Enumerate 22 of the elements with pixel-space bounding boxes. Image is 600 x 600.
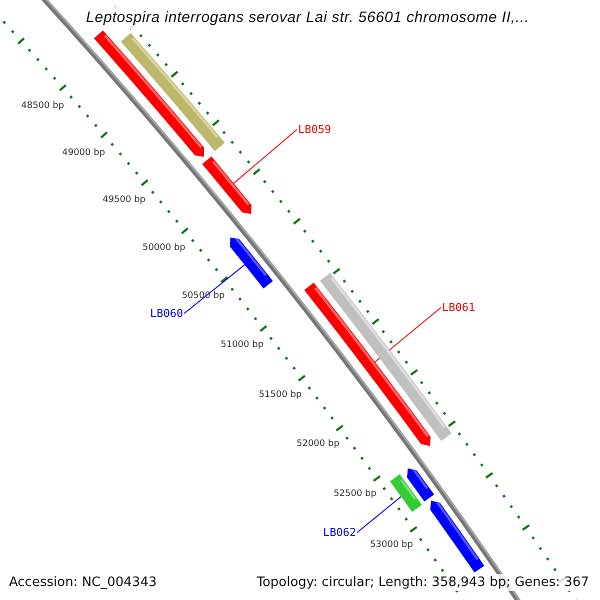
tick-label: 51000 bp <box>220 340 264 350</box>
leader-line <box>233 129 298 184</box>
gene-block <box>430 500 484 573</box>
gene-block <box>202 156 252 214</box>
tick-label: 48500 bp <box>21 100 64 111</box>
gene-label: LB060 <box>150 307 184 320</box>
tick-label: 52500 bp <box>334 489 376 500</box>
tick-label: 49500 bp <box>102 195 146 206</box>
gene-label: LB062 <box>323 526 356 539</box>
leader-line <box>374 307 442 363</box>
tick-label: 53000 bp <box>370 540 413 550</box>
feature-bar <box>120 33 225 152</box>
leader-line <box>184 264 246 314</box>
tick-label: 49000 bp <box>62 148 106 158</box>
gene-label: LB061 <box>442 301 476 314</box>
gene-block <box>230 238 273 288</box>
tick-label: 50000 bp <box>142 243 186 253</box>
tick-label: 51500 bp <box>258 390 302 400</box>
leader-line <box>356 496 402 533</box>
gene-label: LB059 <box>298 123 332 136</box>
gene-bar <box>390 474 422 512</box>
tick-label: 52000 bp <box>296 439 340 450</box>
